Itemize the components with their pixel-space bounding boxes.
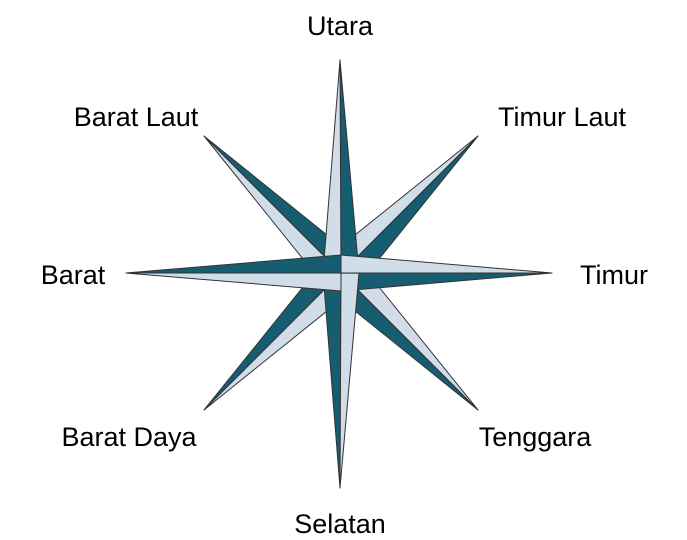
spike-east-dark-face (341, 273, 552, 291)
label-northwest: Barat Laut (74, 104, 199, 131)
spike-south-dark-face (323, 273, 341, 488)
spike-west-dark-face (126, 255, 341, 273)
spike-south-light-face (340, 273, 359, 488)
label-south: Selatan (294, 511, 386, 538)
spike-north-dark-face (340, 60, 359, 273)
label-west: Barat (41, 262, 106, 289)
label-southeast: Tenggara (479, 424, 592, 451)
spike-west-light-face (126, 273, 341, 291)
label-north: Utara (307, 13, 373, 40)
label-east: Timur (580, 262, 648, 289)
label-northeast: Timur Laut (498, 104, 626, 131)
spike-north-light-face (323, 60, 341, 273)
label-southwest: Barat Daya (61, 424, 196, 451)
spike-east-light-face (341, 255, 552, 273)
